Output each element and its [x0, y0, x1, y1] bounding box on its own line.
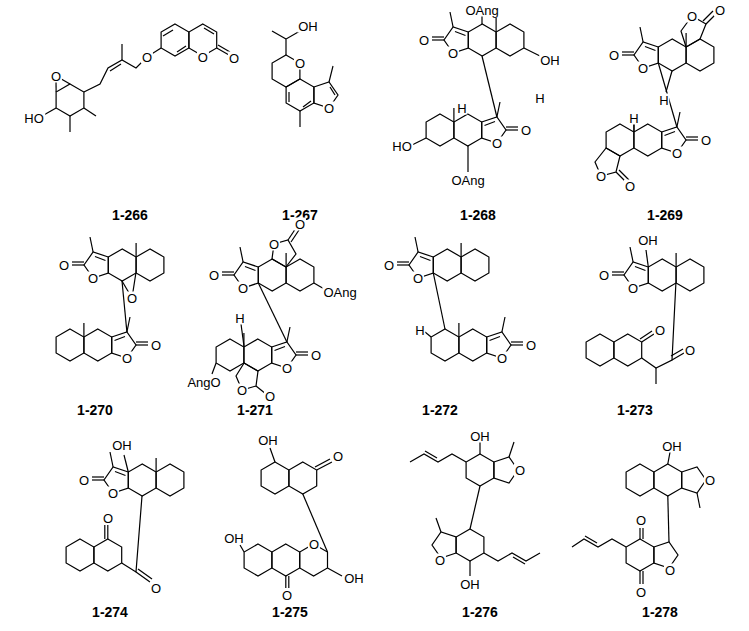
atom-label: O	[208, 269, 220, 282]
atom-label: H	[658, 94, 669, 107]
atom-label: H	[234, 312, 245, 325]
atom-label: O	[281, 362, 293, 375]
atom-label: O	[150, 339, 162, 352]
atom-label: HO	[391, 140, 413, 153]
compound-number: 1-268	[459, 208, 497, 222]
atom-label: O	[496, 352, 508, 365]
atom-label: O	[525, 339, 537, 352]
atom-label: O	[323, 102, 335, 115]
atom-label: O	[332, 450, 344, 463]
atom-label: O	[491, 137, 503, 150]
atom-label: O	[87, 272, 99, 285]
atom-label: O	[294, 57, 306, 70]
atom-label: O	[383, 259, 395, 272]
atom-label: O	[141, 51, 153, 64]
atom-label: O	[412, 272, 424, 285]
atom-label: O	[121, 352, 133, 365]
compound-number: 1-272	[421, 403, 459, 417]
compound-number: 1-273	[616, 403, 654, 417]
atom-label: O	[664, 564, 676, 577]
atom-label: OH	[343, 572, 365, 585]
atom-label: O	[714, 4, 726, 17]
atom-label: O	[308, 538, 320, 551]
atom-label: O	[310, 349, 322, 362]
atom-label: O	[268, 238, 280, 251]
atom-label: O	[624, 180, 636, 193]
atom-label: O	[637, 62, 649, 75]
atom-label: O	[514, 464, 526, 477]
atom-label: O	[294, 218, 306, 231]
atom-label: H	[628, 112, 639, 125]
atom-label: O	[50, 70, 62, 83]
compound-number: 1-276	[461, 605, 499, 619]
atom-label: O	[281, 589, 293, 602]
compound-number: 1-266	[111, 208, 149, 222]
atom-label: O	[197, 51, 209, 64]
atom-label: OH	[661, 440, 683, 453]
atom-label: O	[228, 52, 240, 65]
atom-label: OAng	[450, 174, 485, 187]
atom-label: OH	[459, 578, 481, 591]
atom-label: O	[684, 344, 696, 357]
compound-number: 1-274	[91, 605, 129, 619]
atom-label: O	[627, 282, 639, 295]
atom-label: O	[107, 487, 119, 500]
atom-label: O	[434, 554, 446, 567]
atom-label: O	[237, 282, 249, 295]
atom-label: H	[534, 92, 545, 105]
atom-label: OH	[637, 234, 659, 247]
atom-label: H	[456, 102, 467, 115]
atom-label: O	[671, 147, 683, 160]
atom-label: O	[447, 47, 459, 60]
atom-label: O	[102, 512, 114, 525]
atom-label: HO	[23, 112, 45, 125]
atom-label: AngO	[186, 376, 221, 389]
atom-label: O	[78, 474, 90, 487]
atom-label: OH	[539, 54, 561, 67]
compound-number: 1-278	[641, 605, 679, 619]
atom-label: OAng	[322, 286, 357, 299]
atom-label: O	[686, 10, 698, 23]
bonds	[42, 11, 716, 588]
atom-label: OH	[223, 532, 245, 545]
atom-label: O	[126, 292, 138, 305]
atom-label: O	[236, 384, 248, 397]
atom-label: O	[58, 259, 70, 272]
atom-label: O	[520, 124, 532, 137]
atom-label: O	[150, 582, 162, 595]
atom-label: O	[704, 474, 716, 487]
atom-label: OH	[297, 20, 319, 33]
atom-label: OH	[111, 439, 133, 452]
atom-label: O	[635, 514, 647, 527]
atom-label: H	[414, 324, 425, 337]
compound-number: 1-275	[271, 605, 309, 619]
atom-label: O	[608, 49, 620, 62]
atom-label: OH	[257, 434, 279, 447]
atom-label: O	[418, 34, 430, 47]
compound-number: 1-269	[646, 208, 684, 222]
atom-label: OAng	[464, 4, 499, 17]
atom-label: O	[654, 324, 666, 337]
atom-label: O	[700, 134, 712, 147]
atom-label: O	[635, 586, 647, 599]
compound-number: 1-271	[236, 403, 274, 417]
atom-label: O	[595, 170, 607, 183]
atom-label: O	[598, 269, 610, 282]
atom-label: OH	[469, 430, 491, 443]
compound-number: 1-270	[76, 403, 114, 417]
atom-label: O	[264, 390, 276, 403]
